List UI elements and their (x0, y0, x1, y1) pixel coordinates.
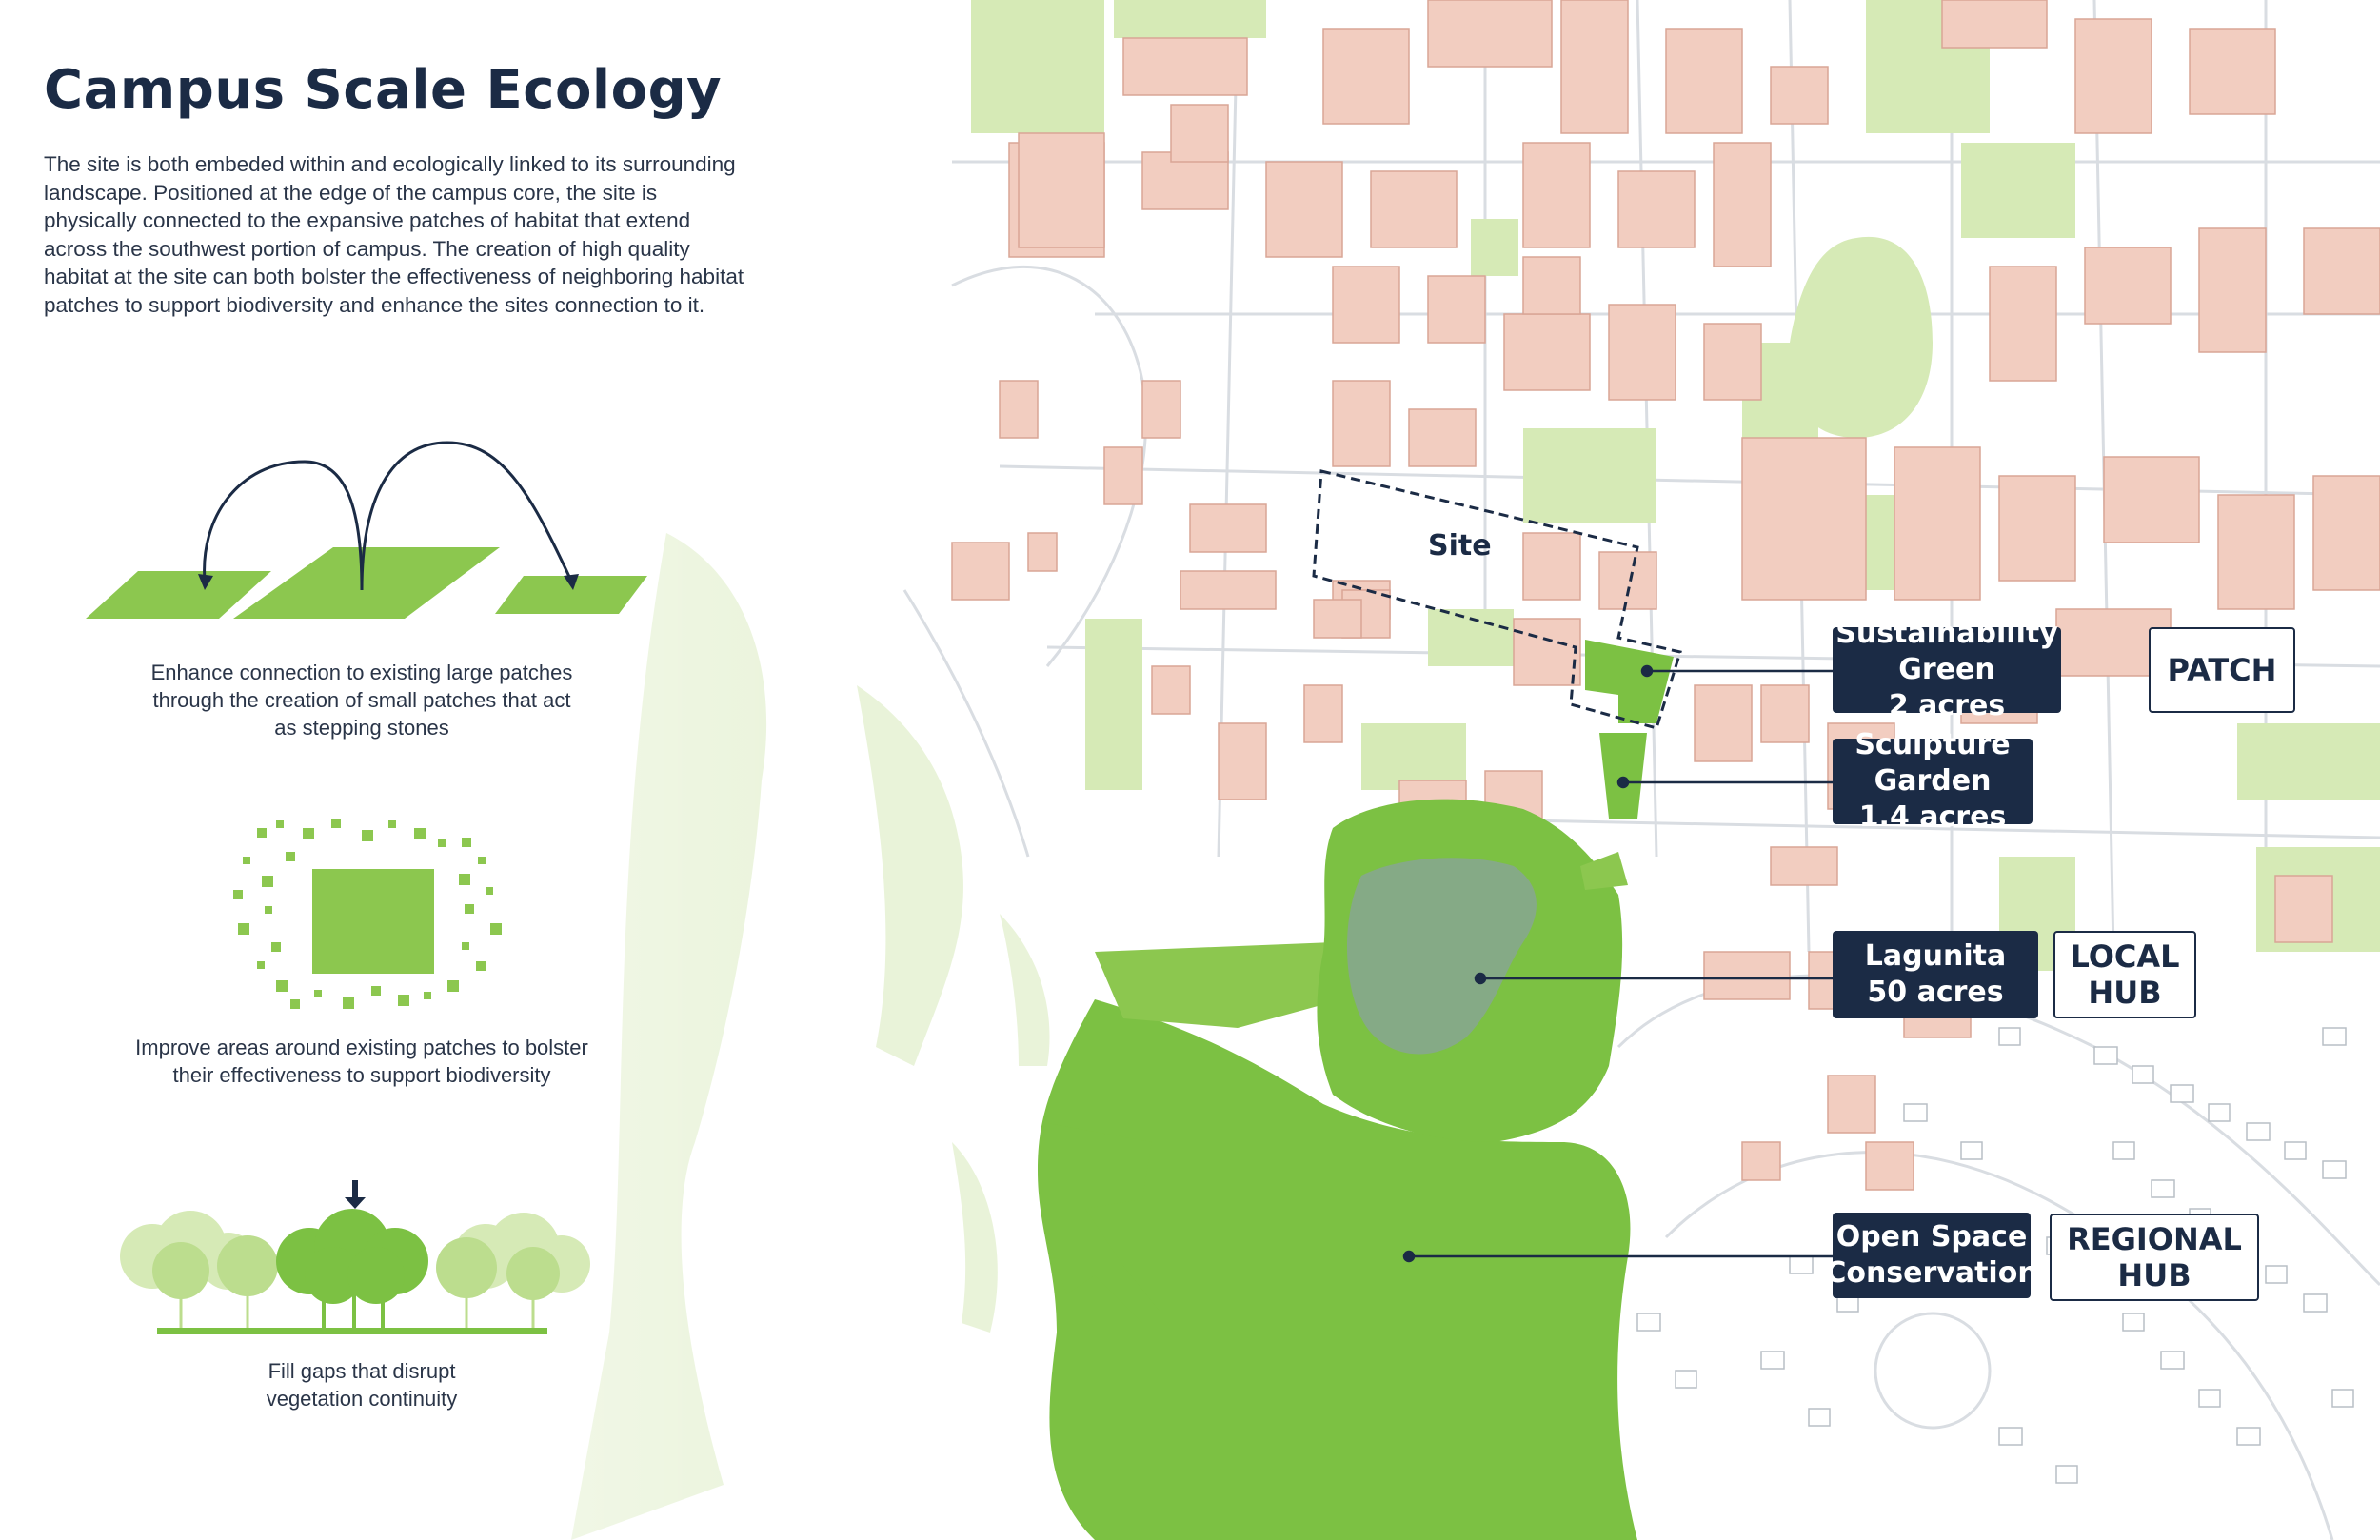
page-title: Campus Scale Ecology (44, 59, 723, 121)
info-panel: Campus Scale Ecology The site is both em… (0, 0, 762, 1540)
strategy-caption-1: Enhance connection to existing large pat… (150, 661, 573, 740)
lagunita-label[interactable]: Lagunita 50 acres (1833, 931, 2038, 1018)
lawns (971, 0, 2380, 971)
strategy-caption-3: Fill gaps that disrupt vegetation contin… (266, 1359, 458, 1411)
site-boundary[interactable] (1312, 469, 1682, 730)
conservation-north-arm (1095, 942, 1342, 1028)
local-hub-tag: LOCAL HUB (2053, 931, 2196, 1018)
patch-tag: PATCH (2149, 627, 2295, 713)
intro-paragraph: The site is both embeded within and ecol… (44, 152, 744, 317)
campus-buildings (951, 0, 2380, 1219)
sculpture-garden-patch[interactable] (1599, 733, 1647, 819)
site-label: Site (1428, 529, 1492, 563)
patch-surroundings-icon (233, 819, 502, 1009)
sustainability-green-patch[interactable] (1585, 640, 1674, 723)
vegetation-gap-icon (120, 1180, 590, 1334)
strategy-caption-2: Improve areas around existing patches to… (135, 1036, 588, 1087)
open-space-conservation-label[interactable]: Open Space Conservation (1825, 1213, 2038, 1298)
open-space-conservation-area[interactable] (1038, 999, 1704, 1540)
open-space-west-arm (1047, 1123, 1161, 1323)
sustainability-green-label[interactable]: Sustainability Green 2 acres (1833, 617, 2061, 722)
sculpture-garden-lower-patch (1580, 852, 1628, 890)
sculpture-garden-label[interactable]: Sculpture Garden 1.4 acres (1833, 728, 2033, 834)
lagunita-lake (1347, 858, 1537, 1055)
leader-lines (1402, 664, 1833, 1263)
regional-hub-tag: REGIONAL HUB (2050, 1214, 2259, 1301)
stepping-stone-patches-icon (86, 441, 647, 619)
